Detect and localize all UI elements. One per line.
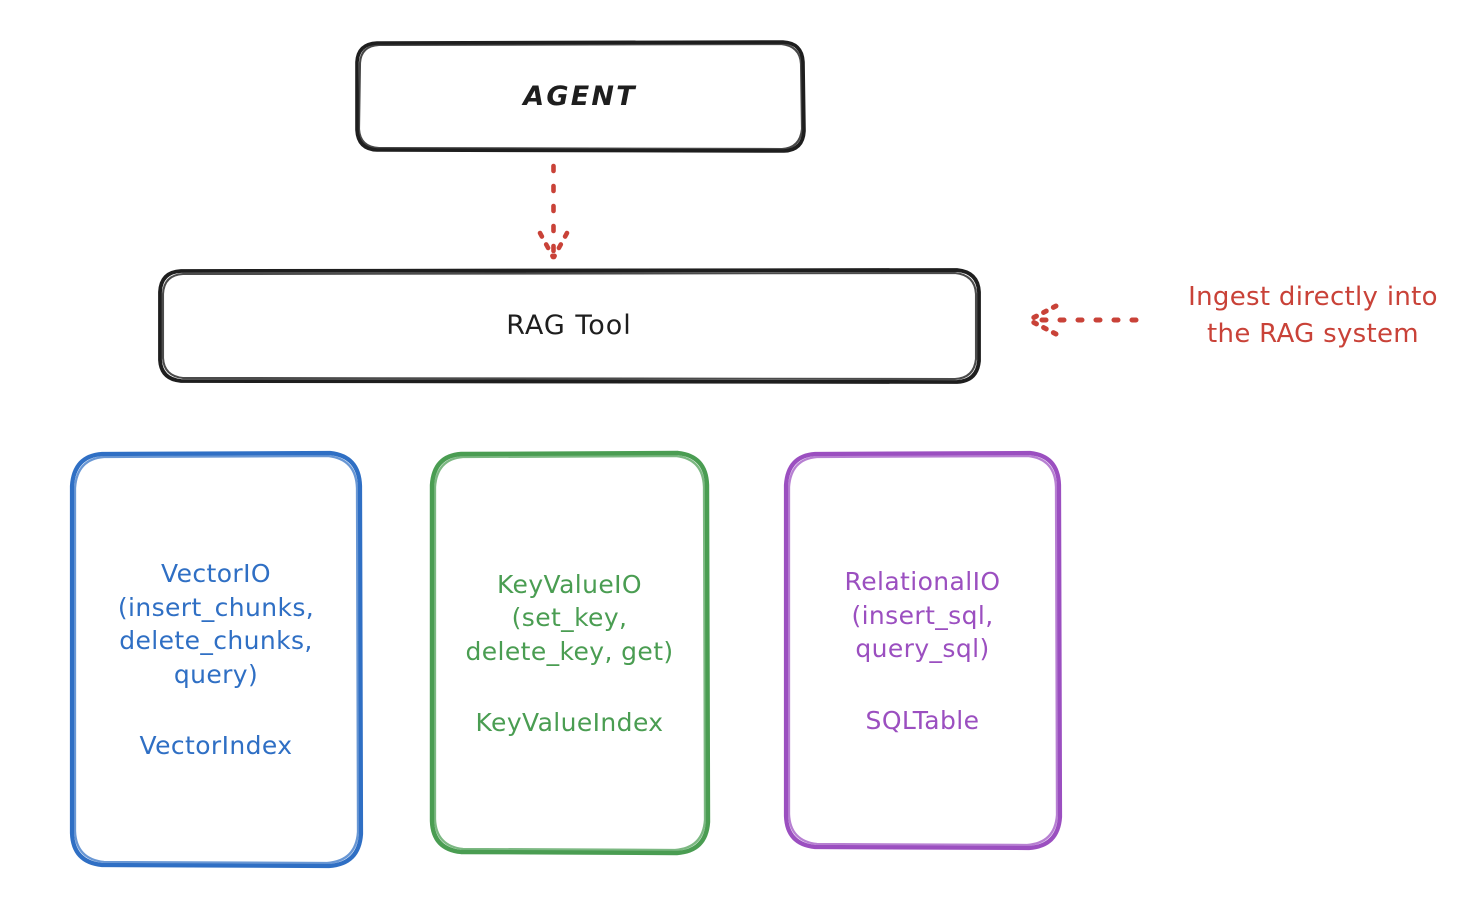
annotation-ingest-text: Ingest directly into the RAG system (1188, 282, 1438, 349)
relational-io-index-label: SQLTable (865, 705, 980, 735)
key-value-io-index-label: KeyValueIndex (475, 708, 664, 737)
node-key-value-io[interactable]: KeyValueIO (set_key, delete_key, get) Ke… (428, 450, 711, 857)
arrow-agent-to-rag-tool (500, 160, 620, 270)
vector-io-index-label: VectorIndex (139, 731, 293, 761)
vector-io-api-label: VectorIO (insert_chunks, delete_chunks, … (117, 559, 315, 689)
node-rag-tool[interactable]: RAG Tool (157, 268, 981, 384)
key-value-io-api-label: KeyValueIO (set_key, delete_key, get) (465, 569, 674, 666)
rag-tool-label: RAG Tool (506, 310, 632, 342)
node-relational-io[interactable]: RelationalIO (insert_sql, query_sql) SQL… (782, 450, 1063, 852)
relational-io-api-label: RelationalIO (insert_sql, query_sql) (844, 567, 1001, 663)
arrow-ingest-to-rag-tool (1010, 295, 1150, 350)
node-agent[interactable]: AGENT (355, 40, 806, 153)
agent-label: AGENT (523, 80, 637, 112)
node-vector-io[interactable]: VectorIO (insert_chunks, delete_chunks, … (68, 450, 364, 870)
